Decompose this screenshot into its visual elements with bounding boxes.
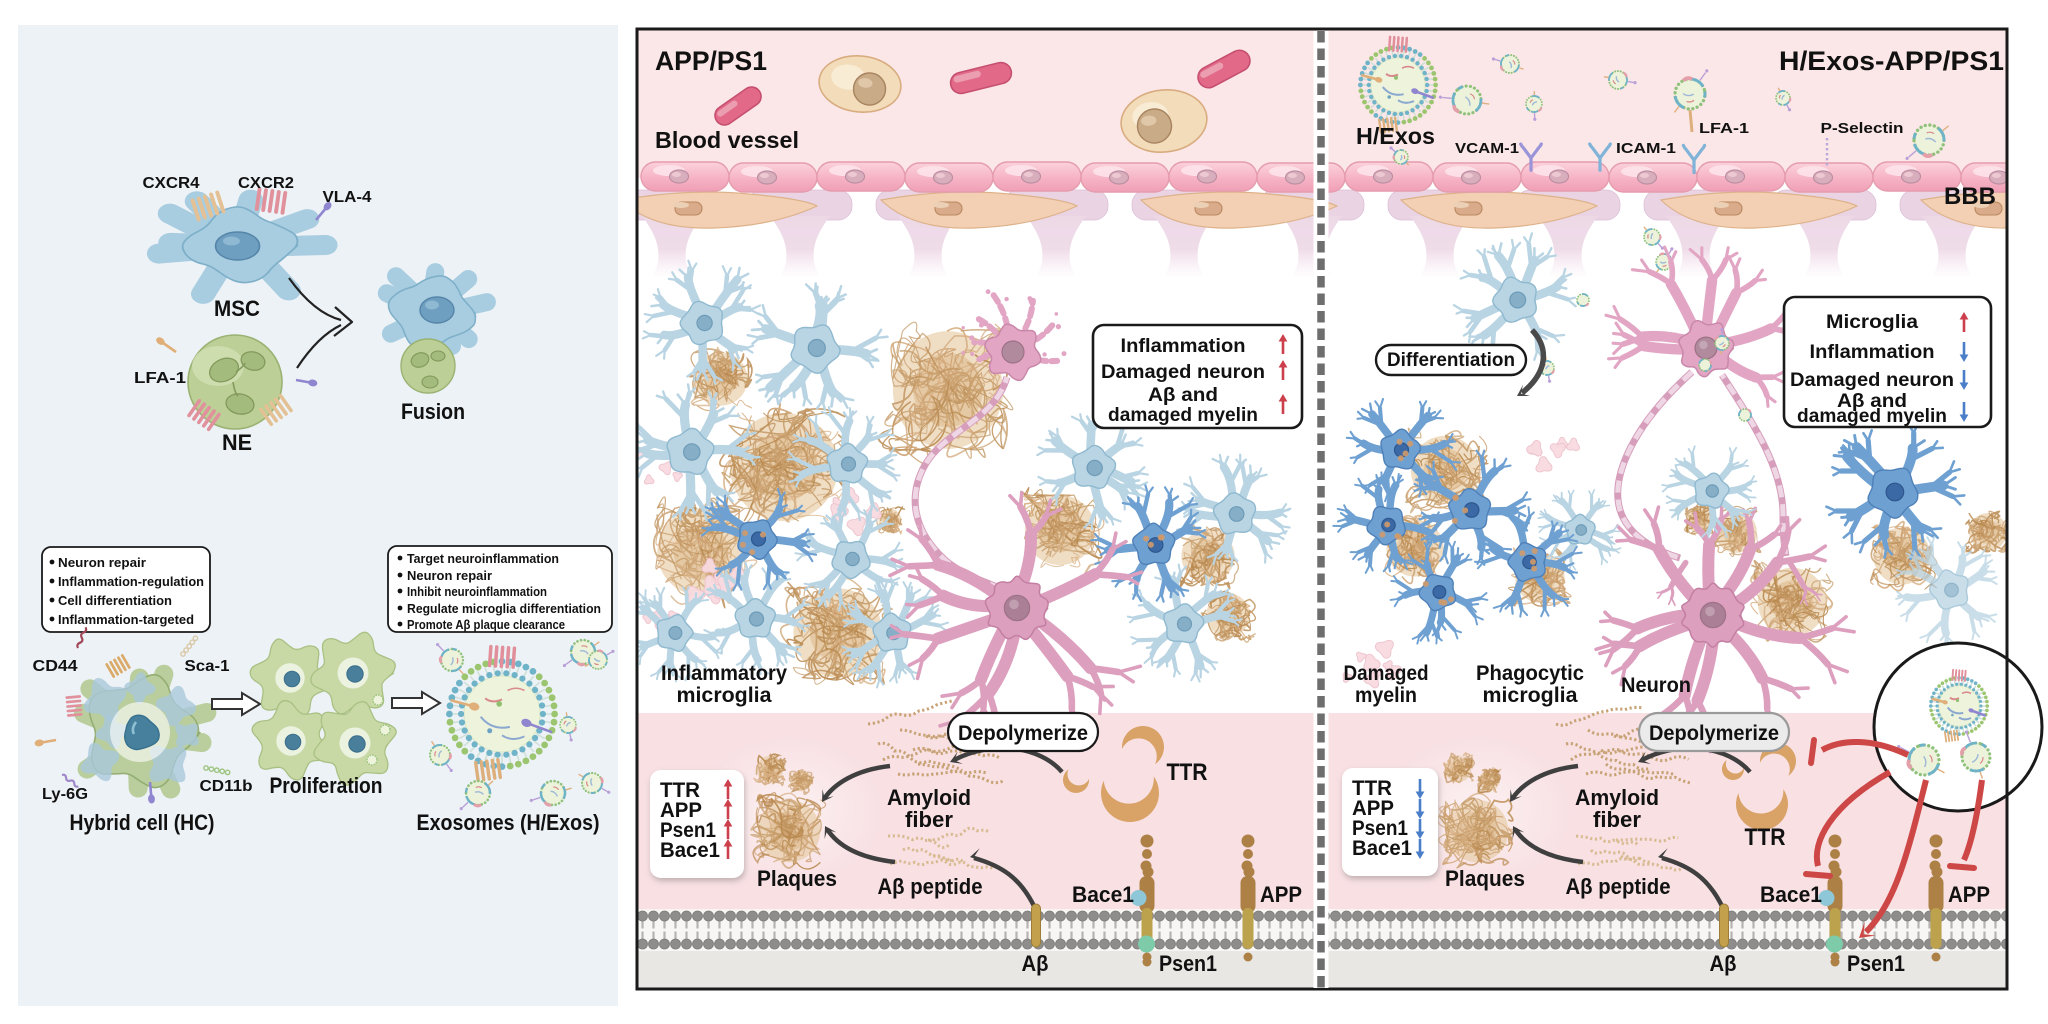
svg-text:fiber: fiber (905, 807, 953, 832)
svg-text:Inflammation-regulation: Inflammation-regulation (58, 574, 204, 589)
svg-text:Bace1: Bace1 (1352, 837, 1412, 860)
svg-text:Neuron repair: Neuron repair (407, 568, 492, 583)
svg-text:CXCR2: CXCR2 (238, 175, 294, 192)
svg-text:Neuron: Neuron (1621, 674, 1691, 697)
svg-text:Exosomes (H/Exos): Exosomes (H/Exos) (417, 810, 600, 835)
svg-text:Aβ: Aβ (1710, 951, 1737, 976)
svg-text:myelin: myelin (1355, 684, 1417, 707)
svg-text:Aβ peptide: Aβ peptide (878, 874, 983, 899)
svg-text:MSC: MSC (214, 296, 260, 321)
svg-text:H/Exos-APP/PS1: H/Exos-APP/PS1 (1779, 46, 2004, 76)
svg-text:Damaged: Damaged (1344, 662, 1429, 685)
svg-text:ICAM-1: ICAM-1 (1616, 140, 1676, 157)
svg-text:APP: APP (660, 799, 702, 822)
svg-text:NE: NE (222, 430, 252, 455)
svg-text:Proliferation: Proliferation (270, 773, 383, 798)
svg-text:CXCR4: CXCR4 (143, 175, 200, 192)
svg-text:TTR: TTR (1167, 759, 1208, 786)
svg-text:Plaques: Plaques (1445, 866, 1525, 891)
svg-text:damaged myelin: damaged myelin (1797, 405, 1947, 427)
svg-text:damaged myelin: damaged myelin (1108, 404, 1258, 426)
svg-text:Inhibit neuroinflammation: Inhibit neuroinflammation (407, 584, 547, 599)
svg-text:TTR: TTR (1352, 777, 1392, 800)
svg-text:Differentiation: Differentiation (1387, 350, 1515, 371)
svg-text:Depolymerize: Depolymerize (1649, 722, 1779, 745)
svg-text:Cell differentiation: Cell differentiation (58, 593, 172, 608)
svg-text:fiber: fiber (1593, 807, 1641, 832)
svg-text:microglia: microglia (677, 684, 772, 707)
svg-text:Psen1: Psen1 (660, 819, 716, 842)
svg-text:Hybrid cell (HC): Hybrid cell (HC) (70, 810, 215, 835)
svg-text:Depolymerize: Depolymerize (958, 722, 1088, 745)
svg-text:P-Selectin: P-Selectin (1821, 120, 1904, 137)
svg-text:TTR: TTR (1745, 824, 1786, 851)
svg-text:Blood vessel: Blood vessel (655, 127, 799, 153)
svg-text:Psen1: Psen1 (1352, 817, 1408, 840)
svg-text:Psen1: Psen1 (1847, 951, 1905, 976)
svg-text:TTR: TTR (660, 779, 700, 802)
svg-text:APP: APP (1352, 797, 1394, 820)
svg-text:Regulate microglia differentia: Regulate microglia differentiation (407, 601, 601, 616)
svg-text:Inflammatory: Inflammatory (661, 662, 787, 685)
svg-text:Aβ and: Aβ and (1148, 384, 1218, 406)
svg-text:Bace1: Bace1 (660, 839, 720, 862)
svg-text:Microglia: Microglia (1826, 311, 1918, 333)
svg-text:Neuron repair: Neuron repair (58, 555, 146, 570)
svg-text:CD44: CD44 (33, 658, 78, 675)
svg-text:APP: APP (1260, 882, 1302, 907)
svg-text:Plaques: Plaques (757, 866, 837, 891)
svg-text:Damaged neuron: Damaged neuron (1790, 369, 1954, 391)
svg-text:Inflammation: Inflammation (1810, 341, 1935, 363)
svg-text:Target neuroinflammation: Target neuroinflammation (407, 551, 559, 566)
svg-text:Aβ and: Aβ and (1837, 390, 1907, 412)
svg-text:CD11b: CD11b (200, 778, 253, 795)
svg-text:Psen1: Psen1 (1159, 951, 1217, 976)
svg-text:Fusion: Fusion (401, 399, 465, 424)
svg-text:Bace1: Bace1 (1760, 882, 1822, 907)
svg-text:H/Exos: H/Exos (1356, 123, 1435, 149)
svg-text:Aβ: Aβ (1022, 951, 1049, 976)
svg-text:Ly-6G: Ly-6G (42, 786, 88, 803)
svg-text:Sca-1: Sca-1 (185, 658, 230, 675)
svg-text:Inflammation: Inflammation (1121, 335, 1246, 357)
svg-text:LFA-1: LFA-1 (1699, 120, 1749, 137)
svg-text:APP: APP (1948, 882, 1990, 907)
svg-text:LFA-1: LFA-1 (134, 370, 186, 387)
svg-text:Phagocytic: Phagocytic (1476, 662, 1584, 685)
svg-text:Bace1: Bace1 (1072, 882, 1134, 907)
svg-text:Damaged neuron: Damaged neuron (1101, 361, 1265, 383)
svg-text:Inflammation-targeted: Inflammation-targeted (58, 612, 194, 627)
svg-text:Amyloid: Amyloid (1575, 785, 1659, 810)
svg-text:BBB: BBB (1944, 183, 1996, 210)
svg-text:VLA-4: VLA-4 (323, 189, 372, 206)
svg-text:microglia: microglia (1483, 684, 1578, 707)
svg-text:Aβ peptide: Aβ peptide (1566, 874, 1671, 899)
svg-text:VCAM-1: VCAM-1 (1455, 140, 1519, 157)
svg-text:Promote Aβ plaque clearance: Promote Aβ plaque clearance (407, 617, 565, 632)
svg-text:Amyloid: Amyloid (887, 785, 971, 810)
svg-text:APP/PS1: APP/PS1 (655, 46, 767, 76)
